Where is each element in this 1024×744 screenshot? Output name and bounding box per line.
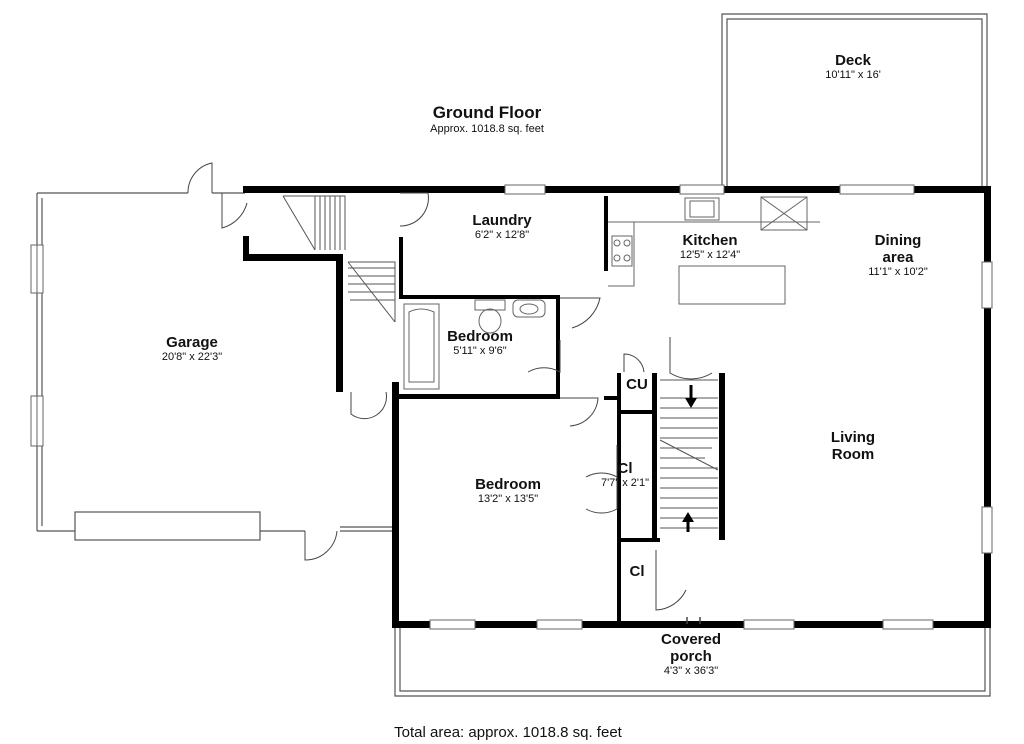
closet-a-dims: 7'7" x 2'1" bbox=[600, 477, 650, 489]
laundry-name: Laundry bbox=[472, 212, 532, 229]
walls bbox=[243, 186, 991, 628]
kitchen-dims: 12'5" x 12'4" bbox=[679, 249, 741, 261]
porch-name-2: porch bbox=[670, 648, 712, 665]
bedroom-small-name: Bedroom bbox=[447, 328, 513, 345]
garage-dims: 20'8" x 22'3" bbox=[161, 351, 223, 363]
deck-name: Deck bbox=[835, 52, 871, 69]
kitchen-name: Kitchen bbox=[682, 232, 738, 249]
bedroom-large-label: Bedroom 13'2" x 13'5" bbox=[475, 476, 541, 506]
closet-b-label: Cl bbox=[630, 563, 645, 580]
garage-label: Garage 20'8" x 22'3" bbox=[162, 334, 222, 364]
laundry-dims: 6'2" x 12'8" bbox=[474, 229, 530, 241]
dining-name-2: area bbox=[882, 249, 914, 266]
doors bbox=[187, 162, 713, 611]
porch-marks bbox=[686, 617, 701, 624]
cu-label: CU bbox=[626, 376, 648, 393]
deck-dims: 10'11" x 16' bbox=[825, 69, 881, 81]
living-label: Living Room bbox=[831, 429, 875, 463]
porch-label: Covered porch 4'3" x 36'3" bbox=[661, 631, 721, 678]
dining-dims: 11'1" x 10'2" bbox=[868, 266, 928, 278]
deck-outline bbox=[721, 13, 988, 188]
kitchen-fixtures bbox=[608, 196, 820, 305]
living-name-2: Room bbox=[831, 446, 875, 463]
floor-title: Ground Floor bbox=[432, 103, 542, 122]
dining-label: Dining area 11'1" x 10'2" bbox=[868, 232, 928, 279]
floor-heading: Ground Floor Approx. 1018.8 sq. feet bbox=[430, 103, 544, 136]
living-name-1: Living bbox=[830, 429, 876, 446]
porch-dims: 4'3" x 36'3" bbox=[663, 665, 719, 677]
total-area: Total area: approx. 1018.8 sq. feet bbox=[394, 724, 622, 741]
porch-name-1: Covered bbox=[660, 631, 722, 648]
closet-b-name: Cl bbox=[629, 563, 645, 580]
cu-name: CU bbox=[626, 376, 648, 393]
garage-door bbox=[74, 511, 261, 541]
stair-arrow-up bbox=[682, 512, 694, 532]
porch-outline bbox=[394, 626, 991, 697]
stairs-lower bbox=[347, 261, 396, 323]
kitchen-label: Kitchen 12'5" x 12'4" bbox=[680, 232, 740, 262]
bath-fixtures bbox=[403, 299, 546, 390]
bedroom-large-name: Bedroom bbox=[475, 476, 541, 493]
closet-a-name: Cl bbox=[617, 460, 633, 477]
deck-label: Deck 10'11" x 16' bbox=[825, 52, 881, 82]
stairs-upper bbox=[282, 195, 346, 251]
bedroom-small-dims: 5'11" x 9'6" bbox=[453, 345, 507, 357]
floor-subtitle: Approx. 1018.8 sq. feet bbox=[430, 123, 544, 135]
windows bbox=[429, 184, 993, 630]
bedroom-small-label: Bedroom 5'11" x 9'6" bbox=[447, 328, 513, 358]
bedroom-large-dims: 13'2" x 13'5" bbox=[477, 493, 539, 505]
laundry-label: Laundry 6'2" x 12'8" bbox=[472, 212, 531, 242]
garage-name: Garage bbox=[166, 334, 218, 351]
stair-arrow-down bbox=[685, 385, 697, 408]
garage-windows bbox=[30, 244, 44, 447]
closet-a-label: Cl 7'7" x 2'1" bbox=[601, 460, 649, 490]
dining-name-1: Dining bbox=[874, 232, 922, 249]
